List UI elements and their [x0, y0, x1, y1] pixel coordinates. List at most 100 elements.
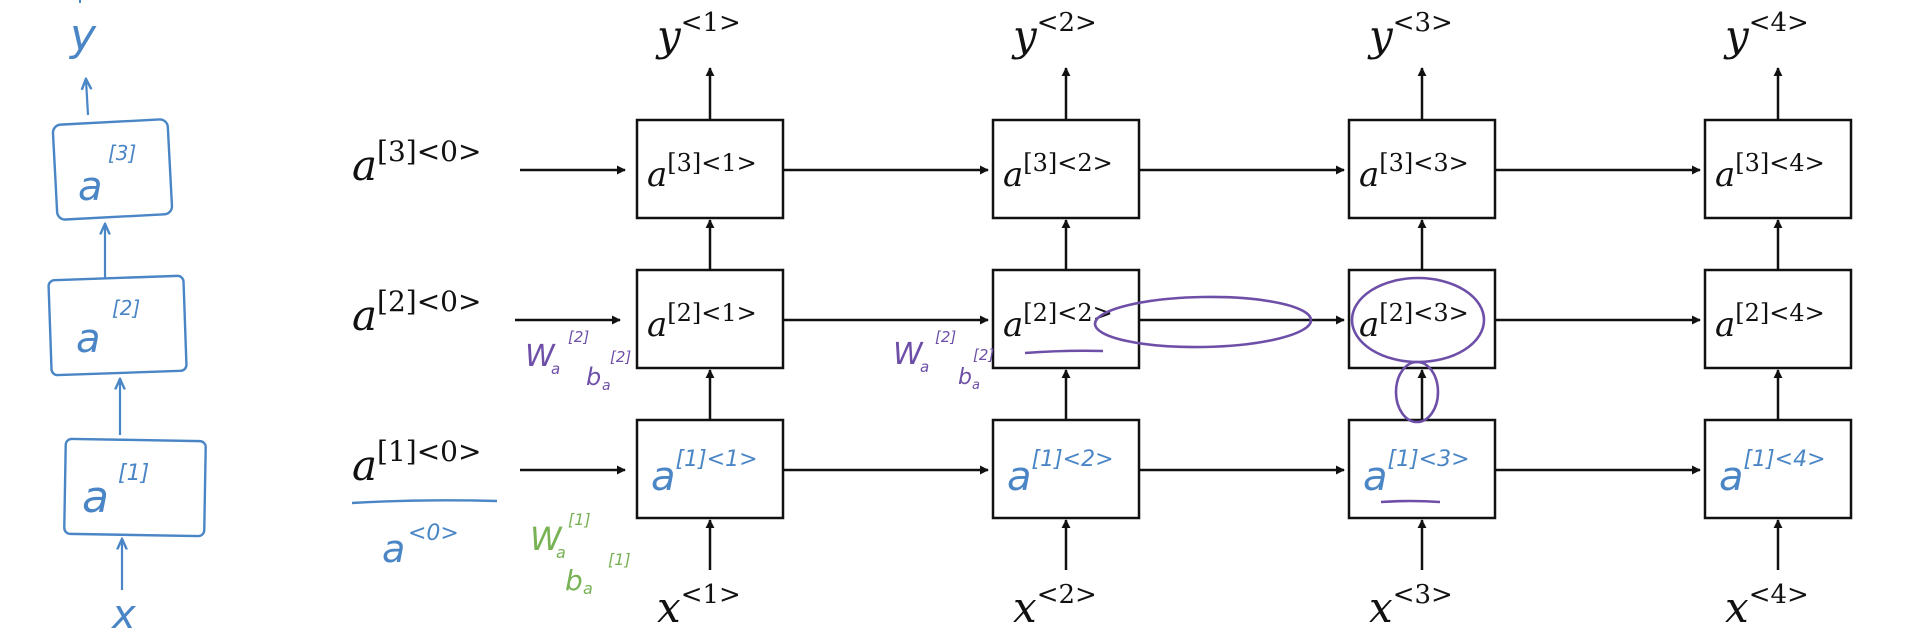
- cell-label-layer1-t2: a[1]<2>: [1007, 447, 1114, 500]
- side-cell-layer2: [47, 274, 188, 377]
- svg-text:a: a: [551, 360, 560, 378]
- svg-text:a[3]<3>: a[3]<3>: [1359, 149, 1469, 195]
- svg-text:y<3>: y<3>: [1367, 8, 1453, 60]
- svg-text:a[1]<4>: a[1]<4>: [1719, 447, 1826, 500]
- output-label-t3: y<3>: [1367, 8, 1453, 60]
- svg-text:x<2>: x<2>: [1013, 580, 1097, 630]
- svg-text:b: b: [565, 564, 583, 597]
- side-stack-output-label: y: [68, 10, 97, 61]
- a0-note: a <0>: [382, 521, 459, 571]
- side-stack-input-label: x: [110, 592, 136, 630]
- svg-text:a[2]<2>: a[2]<2>: [1003, 299, 1113, 345]
- cell-label-layer2-t1: a[2]<1>: [647, 299, 757, 345]
- cell-label-layer1-t1: a[1]<1>: [651, 447, 758, 500]
- underline-a1-3: [1380, 499, 1441, 504]
- output-label-t2: y<2>: [1011, 8, 1097, 60]
- cell-box-layer3-t4: [1703, 118, 1853, 220]
- side-cell-label-layer3: a [3]: [78, 141, 136, 210]
- svg-text:[2]: [2]: [568, 328, 589, 346]
- params-layer1-note: W a [1] b a [1]: [530, 510, 631, 598]
- svg-text:[1]: [1]: [608, 550, 631, 569]
- underline-a2-2: [1024, 349, 1104, 355]
- cell-label-layer2-t2: a[2]<2>: [1003, 299, 1113, 345]
- cell-box-layer2-t4: [1703, 268, 1853, 370]
- connections: [515, 67, 1783, 570]
- svg-text:y<1>: y<1>: [655, 8, 741, 60]
- svg-text:x<4>: x<4>: [1725, 580, 1809, 630]
- svg-text:a[2]<3>: a[2]<3>: [1359, 299, 1469, 345]
- svg-text:a[3]<0>: a[3]<0>: [352, 135, 481, 190]
- a0-underline: [351, 499, 498, 505]
- cell-box-layer2-t1: [635, 268, 785, 370]
- input-label-t1: x<1>: [657, 580, 741, 630]
- svg-text:a[3]<4>: a[3]<4>: [1715, 149, 1825, 195]
- cell-label-layer3-t3: a[3]<3>: [1359, 149, 1469, 195]
- svg-text:W: W: [530, 520, 563, 558]
- params-layer2-note-col2: W a [2] b a [2]: [893, 328, 994, 393]
- cell-labels: a[3]<1>a[3]<2>a[3]<3>a[3]<4>a[2]<1>a[2]<…: [352, 8, 1826, 630]
- svg-text:[2]: [2]: [973, 346, 994, 364]
- side-stack: y a [3] a [2] a [1] x: [47, 0, 207, 630]
- initial-state-layer1: a[1]<0>: [352, 435, 481, 490]
- output-label-t1: y<1>: [655, 8, 741, 60]
- cell-box-layer3-t2: [991, 118, 1141, 220]
- svg-text:a: a: [583, 579, 593, 598]
- cell-box-layer3-t1: [635, 118, 785, 220]
- svg-text:[3]: [3]: [108, 141, 136, 165]
- svg-text:a: a: [76, 316, 101, 362]
- input-label-t2: x<2>: [1013, 580, 1097, 630]
- svg-text:a: a: [382, 527, 405, 571]
- cell-label-layer1-t3: a[1]<3>: [1363, 447, 1470, 500]
- svg-text:a[2]<1>: a[2]<1>: [647, 299, 757, 345]
- svg-text:a[2]<4>: a[2]<4>: [1715, 299, 1825, 345]
- svg-text:a[1]<1>: a[1]<1>: [651, 447, 758, 500]
- input-label-t3: x<3>: [1369, 580, 1453, 630]
- initial-state-layer2: a[2]<0>: [352, 285, 481, 340]
- svg-text:a: a: [82, 472, 109, 523]
- svg-text:a[1]<0>: a[1]<0>: [352, 435, 481, 490]
- handwritten-annotations: a <0> W a [1] b a [1] W a [2] b a [2] W …: [351, 276, 1486, 598]
- svg-text:x<1>: x<1>: [657, 580, 741, 630]
- circle-recurrent-connection: [1093, 295, 1313, 349]
- svg-text:y<2>: y<2>: [1011, 8, 1097, 60]
- svg-text:a: a: [920, 358, 929, 376]
- cell-label-layer3-t1: a[3]<1>: [647, 149, 757, 195]
- svg-text:a[1]<2>: a[1]<2>: [1007, 447, 1114, 500]
- svg-text:a: a: [972, 378, 980, 393]
- svg-text:[2]: [2]: [112, 296, 140, 320]
- cell-box-layer3-t3: [1347, 118, 1497, 220]
- input-label-t4: x<4>: [1725, 580, 1809, 630]
- cell-label-layer1-t4: a[1]<4>: [1719, 447, 1826, 500]
- svg-text:a[3]<1>: a[3]<1>: [647, 149, 757, 195]
- cell-label-layer3-t2: a[3]<2>: [1003, 149, 1113, 195]
- side-cell-layer1: [63, 437, 207, 538]
- svg-text:b: b: [958, 365, 972, 390]
- cell-box-layer1-t2: [991, 418, 1141, 520]
- svg-text:W: W: [525, 339, 556, 374]
- svg-text:W: W: [893, 337, 924, 372]
- svg-text:[1]: [1]: [568, 510, 591, 529]
- svg-text:[2]: [2]: [935, 328, 956, 346]
- svg-text:[2]: [2]: [610, 348, 631, 366]
- cell-label-layer3-t4: a[3]<4>: [1715, 149, 1825, 195]
- cell-label-layer2-t4: a[2]<4>: [1715, 299, 1825, 345]
- svg-text:y<4>: y<4>: [1723, 8, 1809, 60]
- svg-text:a: a: [78, 164, 103, 210]
- cell-box-layer1-t1: [635, 418, 785, 520]
- output-label-t4: y<4>: [1723, 8, 1809, 60]
- side-cell-label-layer2: a [2]: [76, 296, 140, 362]
- svg-text:a[1]<3>: a[1]<3>: [1363, 447, 1470, 500]
- cell-box-layer1-t4: [1703, 418, 1853, 520]
- circle-vertical-input: [1394, 360, 1440, 424]
- svg-text:a: a: [602, 378, 611, 394]
- svg-text:b: b: [586, 363, 601, 391]
- svg-text:x<3>: x<3>: [1369, 580, 1453, 630]
- svg-text:a[3]<2>: a[3]<2>: [1003, 149, 1113, 195]
- svg-text:a[2]<0>: a[2]<0>: [352, 285, 481, 340]
- cell-label-layer2-t3: a[2]<3>: [1359, 299, 1469, 345]
- svg-text:[1]: [1]: [118, 461, 149, 486]
- side-cell-layer3: [51, 118, 174, 221]
- initial-state-layer3: a[3]<0>: [352, 135, 481, 190]
- svg-text:<0>: <0>: [408, 521, 459, 546]
